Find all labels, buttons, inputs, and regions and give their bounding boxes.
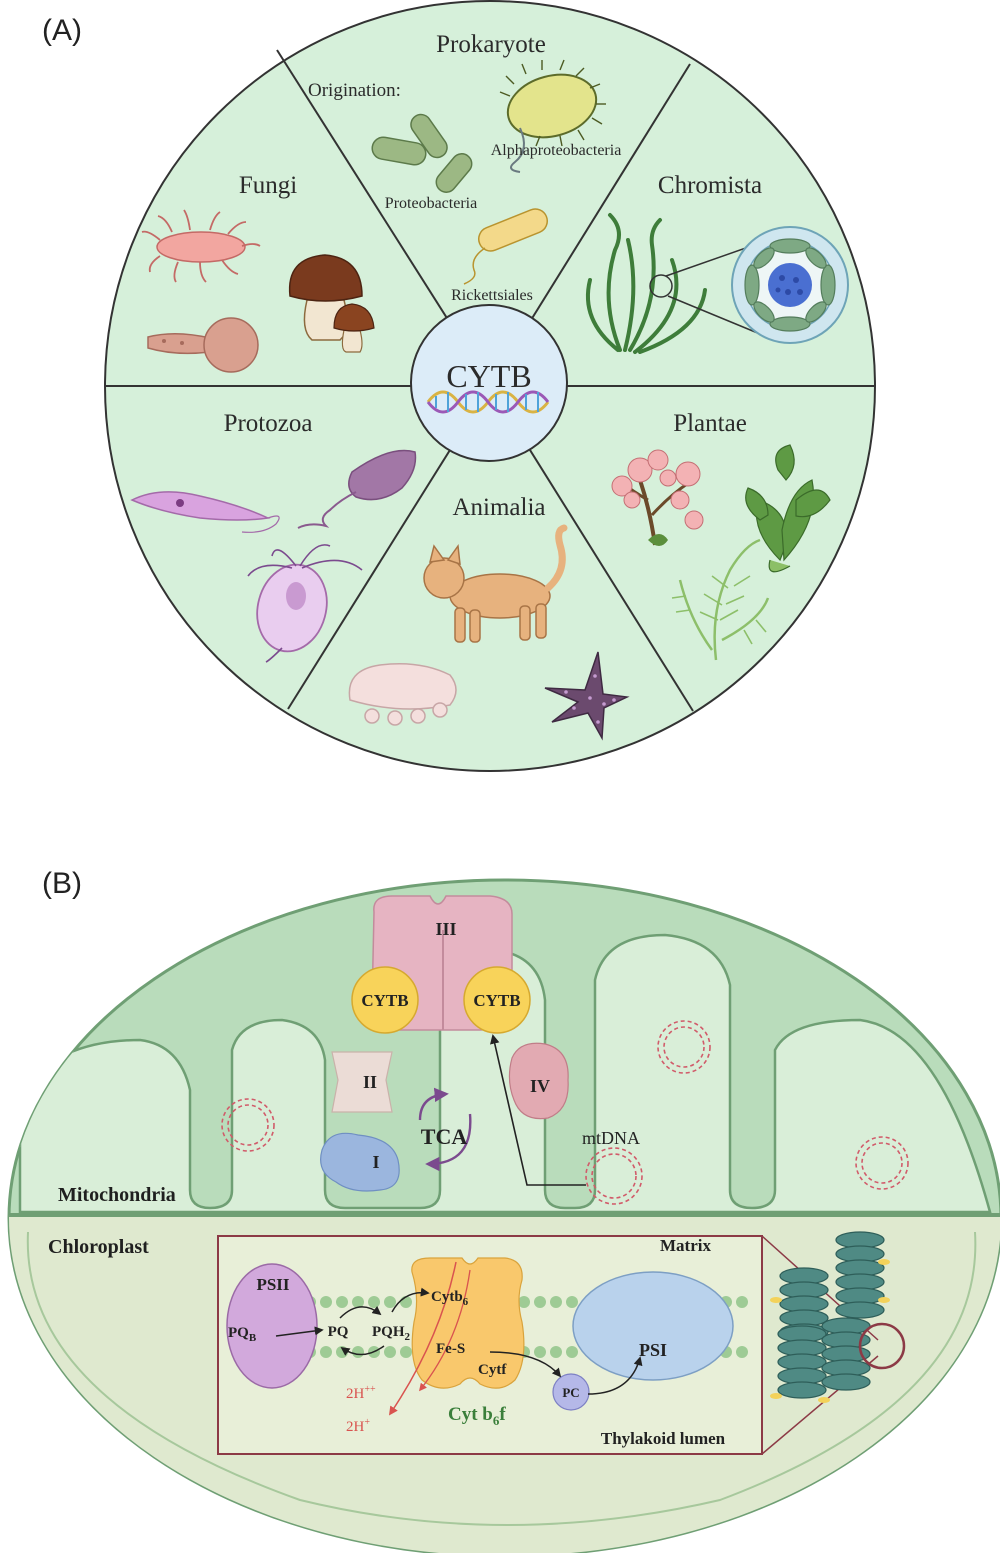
organelle-illustration xyxy=(7,878,1000,1553)
sector-protozoa: Protozoa xyxy=(224,410,313,437)
chromista-cell-zoom xyxy=(649,226,849,344)
rickettsiales-label: Rickettsiales xyxy=(451,287,533,304)
complex-i-label: I xyxy=(372,1152,379,1172)
fe-s-label: Fe-S xyxy=(436,1341,465,1357)
fungal-spore-illustration xyxy=(141,209,261,283)
kelp-illustration xyxy=(585,213,707,354)
cytf-label: Cytf xyxy=(478,1362,507,1378)
thylakoid-lumen-label: Thylakoid lumen xyxy=(601,1429,726,1448)
trichomonas-illustration xyxy=(247,544,363,663)
tca-cycle-label: TCA xyxy=(421,1124,468,1149)
pqh2-label: PQH2 xyxy=(372,1324,411,1343)
fungal-germ-tube-illustration xyxy=(147,317,259,373)
cyt-b6f-label: Cyt b6f xyxy=(448,1404,506,1428)
mitochondria-label: Mitochondria xyxy=(58,1184,176,1206)
proteobacteria-label: Proteobacteria xyxy=(385,195,477,212)
psi-label: PSI xyxy=(639,1340,667,1360)
psii-label: PSII xyxy=(256,1275,289,1294)
sector-fungi: Fungi xyxy=(239,172,297,199)
mtdna-label: mtDNA xyxy=(582,1128,640,1148)
pc-label: PC xyxy=(562,1385,579,1400)
alphaproteobacteria-label: Alphaproteobacteria xyxy=(491,142,622,159)
proteobacteria-illustration xyxy=(371,113,473,193)
pq-label: PQ xyxy=(328,1324,349,1340)
sector-prokaryote: Prokaryote xyxy=(436,31,546,58)
complex-iv-label: IV xyxy=(530,1076,550,1096)
chloroplast-label: Chloroplast xyxy=(48,1236,149,1258)
trypanosome-illustration xyxy=(130,491,280,533)
rickettsiales-illustration xyxy=(463,208,549,285)
flowering-plant-illustration xyxy=(611,449,704,546)
h-plus-upper-label: 2H++ xyxy=(346,1384,376,1402)
complex-iii-label: III xyxy=(435,919,456,939)
sector-chromista: Chromista xyxy=(658,172,762,199)
tardigrade-illustration xyxy=(348,663,457,726)
cytb-center-label: CYTB xyxy=(446,358,531,394)
panel-a-label: (A) xyxy=(42,14,82,47)
origination-label: Origination: xyxy=(308,80,401,101)
cytb-center-node xyxy=(410,304,568,462)
fern-illustration xyxy=(671,538,770,661)
mushroom-illustration xyxy=(288,254,375,353)
alphaproteobacteria-illustration xyxy=(499,59,606,173)
pqb-label: PQB xyxy=(228,1325,257,1344)
starfish-illustration xyxy=(544,651,630,741)
cytb-right-label: CYTB xyxy=(473,991,520,1010)
cytb6-label: Cytb6 xyxy=(431,1289,469,1308)
monstera-illustration xyxy=(745,444,831,573)
cat-illustration xyxy=(423,524,568,643)
sector-plantae: Plantae xyxy=(673,410,747,437)
euglena-illustration xyxy=(297,449,417,529)
h-plus-lower-label: 2H+ xyxy=(346,1417,370,1435)
cytb-left-label: CYTB xyxy=(361,991,408,1010)
sector-animalia: Animalia xyxy=(452,494,545,521)
complex-ii-label: II xyxy=(363,1072,377,1092)
matrix-label: Matrix xyxy=(660,1236,711,1255)
panel-b-label: (B) xyxy=(42,867,82,900)
